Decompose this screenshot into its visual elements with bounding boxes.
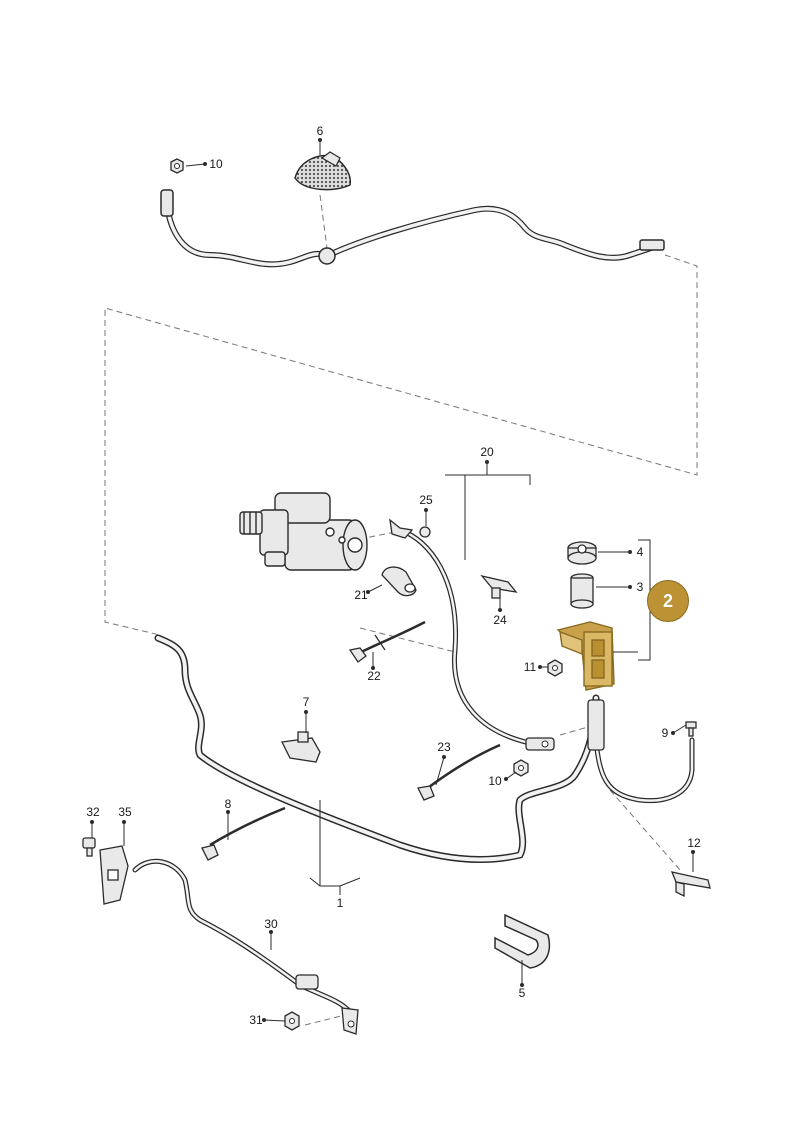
callout-9: 9 — [661, 726, 669, 740]
part-31-nut — [284, 1011, 300, 1031]
branch-cable-right — [587, 699, 695, 804]
highlighted-part-badge[interactable]: 2 — [647, 580, 689, 622]
part-2-fuse-box-highlighted — [556, 621, 615, 691]
part-22-cable-tie — [348, 620, 426, 663]
callout-31: 31 — [249, 1013, 263, 1027]
part-30-cable — [132, 858, 359, 1035]
part-11-nut — [547, 659, 563, 677]
callout-35: 35 — [118, 805, 132, 819]
part-32-bolt — [82, 837, 96, 857]
part-23-cable-tie — [417, 743, 501, 801]
part-10-nut-lower — [513, 759, 529, 777]
part-12-bracket — [670, 871, 711, 898]
callout-22: 22 — [367, 669, 381, 683]
callout-4: 4 — [636, 545, 644, 559]
part-3-sleeve — [570, 573, 594, 609]
callout-8: 8 — [224, 797, 232, 811]
part-8-cable-tie — [201, 806, 286, 861]
leader-dots — [90, 138, 695, 1022]
part-21-connector — [381, 566, 417, 597]
callout-20: 20 — [480, 445, 494, 459]
part-1-main-cable — [154, 634, 600, 863]
part-35-bracket — [99, 845, 129, 905]
callout-32: 32 — [86, 805, 100, 819]
callout-30: 30 — [264, 917, 278, 931]
dashed-reference-lines — [104, 194, 698, 1026]
part-5-clamp — [494, 913, 551, 969]
callout-10-lower: 10 — [488, 774, 502, 788]
starter-motor — [239, 492, 368, 571]
callout-23: 23 — [437, 740, 451, 754]
callout-21: 21 — [354, 588, 368, 602]
part-24-bracket — [480, 574, 518, 599]
callout-11: 11 — [523, 660, 537, 674]
part-7-bracket — [281, 731, 321, 763]
battery-cable-top — [160, 189, 665, 268]
part-10-nut-top — [170, 158, 184, 174]
callout-6: 6 — [316, 124, 324, 138]
part-25-nut — [419, 526, 431, 538]
callout-5: 5 — [518, 986, 526, 1000]
callout-1: 1 — [336, 896, 344, 910]
callout-12: 12 — [687, 836, 701, 850]
callout-10-top: 10 — [209, 157, 223, 171]
part-6-grommet — [294, 151, 352, 191]
callout-24: 24 — [493, 613, 507, 627]
callout-3: 3 — [636, 580, 644, 594]
part-9-bolt — [685, 721, 697, 737]
part-4-cap — [567, 541, 597, 565]
part-20-starter-cable — [389, 518, 555, 751]
callout-7: 7 — [302, 695, 310, 709]
callout-25: 25 — [419, 493, 433, 507]
